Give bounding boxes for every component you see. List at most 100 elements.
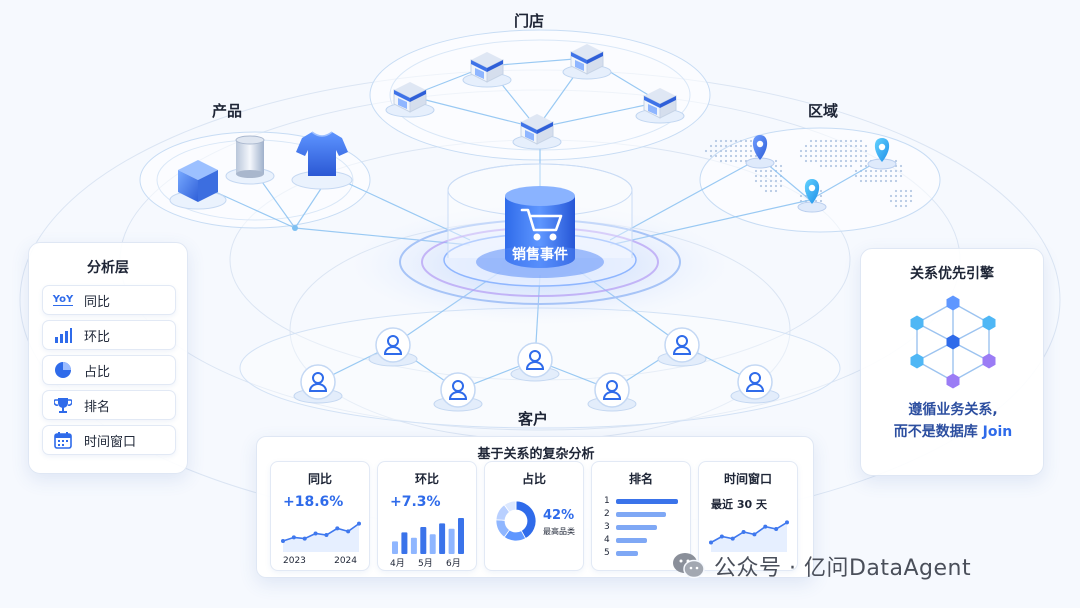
mom-card-title: 环比 — [414, 472, 439, 486]
shirt-icon — [296, 131, 348, 176]
relation-engine-title: 关系优先引擎 — [910, 266, 994, 282]
mom-x-label: 5月 — [418, 559, 433, 569]
mom-bar — [420, 527, 427, 554]
graph-node — [910, 353, 924, 369]
rank-bar — [616, 551, 639, 556]
mom-bar — [439, 523, 446, 554]
rank-number: 5 — [604, 548, 610, 558]
store-icon — [462, 52, 512, 88]
user-icon — [587, 372, 637, 412]
trend-point — [763, 524, 768, 529]
trend-area — [283, 523, 359, 552]
store-icon — [512, 114, 562, 150]
trend-point — [313, 531, 318, 536]
graph-node — [946, 373, 960, 389]
trend-point — [709, 540, 713, 545]
analysis-item-share[interactable]: 占比 — [42, 355, 176, 385]
complex-analysis-title: 基于关系的复杂分析 — [477, 447, 595, 462]
rank-card-title: 排名 — [628, 472, 653, 486]
trend-point — [752, 532, 757, 537]
calendar-icon — [52, 429, 74, 451]
analysis-item-label: 排名 — [84, 399, 111, 415]
analysis-item-time-window[interactable]: 时间窗口 — [42, 425, 176, 455]
rank-bar — [616, 499, 678, 504]
trend-point — [281, 539, 285, 543]
region-pins — [745, 135, 897, 213]
store-group-label: 门店 — [514, 12, 545, 30]
trend-point — [719, 534, 724, 539]
graph-node — [910, 315, 924, 331]
cart-icon — [520, 208, 563, 241]
user-icon — [293, 364, 343, 404]
mom-x-label: 6月 — [446, 559, 461, 569]
trophy-icon — [52, 394, 74, 416]
analysis-item-label: 同比 — [84, 294, 111, 310]
location-pin-icon — [804, 179, 820, 204]
trend-point — [302, 536, 307, 541]
analysis-item-label: 占比 — [84, 364, 111, 380]
mom-bar — [401, 532, 408, 554]
analysis-layer-panel: 分析层 YoY 同比 环比 占比 排名 时间窗口 — [28, 242, 188, 474]
pie-chart-icon — [52, 359, 74, 381]
graph-node — [982, 353, 996, 369]
center-node-label: 销售事件 — [512, 246, 568, 263]
rank-number: 1 — [604, 496, 610, 506]
yoy-value: +18.6% — [283, 494, 344, 510]
mom-value: +7.3% — [390, 494, 441, 510]
graph-node — [946, 334, 960, 350]
yoy-card[interactable]: 同比 +18.6% 2023 2024 — [270, 461, 370, 571]
watermark: 公众号 · 亿问DataAgent — [672, 550, 971, 582]
graph-node — [946, 295, 960, 311]
cube-icon — [178, 160, 218, 202]
mom-bar — [429, 534, 436, 554]
store-icon — [635, 88, 685, 124]
hexagon-graph-icon — [910, 295, 996, 389]
yoy-icon: YoY — [52, 289, 74, 311]
analysis-item-rank[interactable]: 排名 — [42, 390, 176, 420]
trend-area — [711, 522, 787, 552]
analysis-item-label: 时间窗口 — [84, 434, 137, 450]
time-window-card[interactable]: 时间窗口 最近 30 天 — [698, 461, 798, 571]
yoy-icon-text: YoY — [52, 294, 74, 306]
share-card-title: 占比 — [521, 472, 546, 486]
user-icon — [657, 327, 707, 367]
yoy-card-title: 同比 — [307, 472, 332, 486]
store-icons — [385, 44, 685, 150]
analysis-layer-title: 分析层 — [87, 260, 129, 276]
customer-group-label: 客户 — [518, 410, 549, 428]
rank-number: 3 — [604, 522, 610, 532]
analysis-item-mom[interactable]: 环比 — [42, 320, 176, 350]
yoy-x-end: 2024 — [334, 556, 357, 566]
mom-bar — [458, 518, 464, 554]
watermark-text: 公众号 · 亿问DataAgent — [714, 556, 972, 581]
donut-slice — [503, 500, 517, 513]
analysis-item-yoy[interactable]: YoY 同比 — [42, 285, 176, 315]
mom-bar — [410, 537, 417, 554]
bar-chart-icon — [52, 324, 74, 346]
relation-engine-desc-line2: 而不是数据库 — [893, 424, 983, 440]
trend-point — [774, 527, 779, 531]
relation-engine-desc: 遵循业务关系, 而不是数据库 Join — [861, 399, 1045, 443]
share-donut-chart — [495, 500, 537, 542]
relation-engine-panel: 关系优先引擎 遵循业务关系, 而不是数据库 Join — [860, 248, 1044, 476]
center-node: 销售事件 — [350, 163, 730, 325]
share-card[interactable]: 占比 42% 最高品类 — [484, 461, 584, 571]
mom-bar — [448, 528, 455, 554]
trend-point — [785, 520, 789, 525]
can-icon — [235, 135, 265, 178]
graph-node — [982, 315, 996, 331]
share-value: 42% — [543, 508, 575, 523]
mom-bar-chart — [392, 518, 464, 554]
mom-card[interactable]: 环比 +7.3% 4月 5月 6月 — [377, 461, 477, 571]
store-icon — [385, 82, 435, 118]
relation-engine-desc-line1: 遵循业务关系, — [908, 402, 998, 418]
wechat-icon — [673, 553, 705, 579]
region-group-label: 区域 — [808, 102, 839, 120]
yoy-x-start: 2023 — [283, 556, 306, 566]
time-window-card-title: 时间窗口 — [723, 472, 772, 486]
share-caption: 最高品类 — [543, 527, 575, 536]
time-window-trend-chart — [709, 520, 789, 552]
rank-bar — [616, 512, 666, 517]
trend-point — [291, 535, 296, 540]
